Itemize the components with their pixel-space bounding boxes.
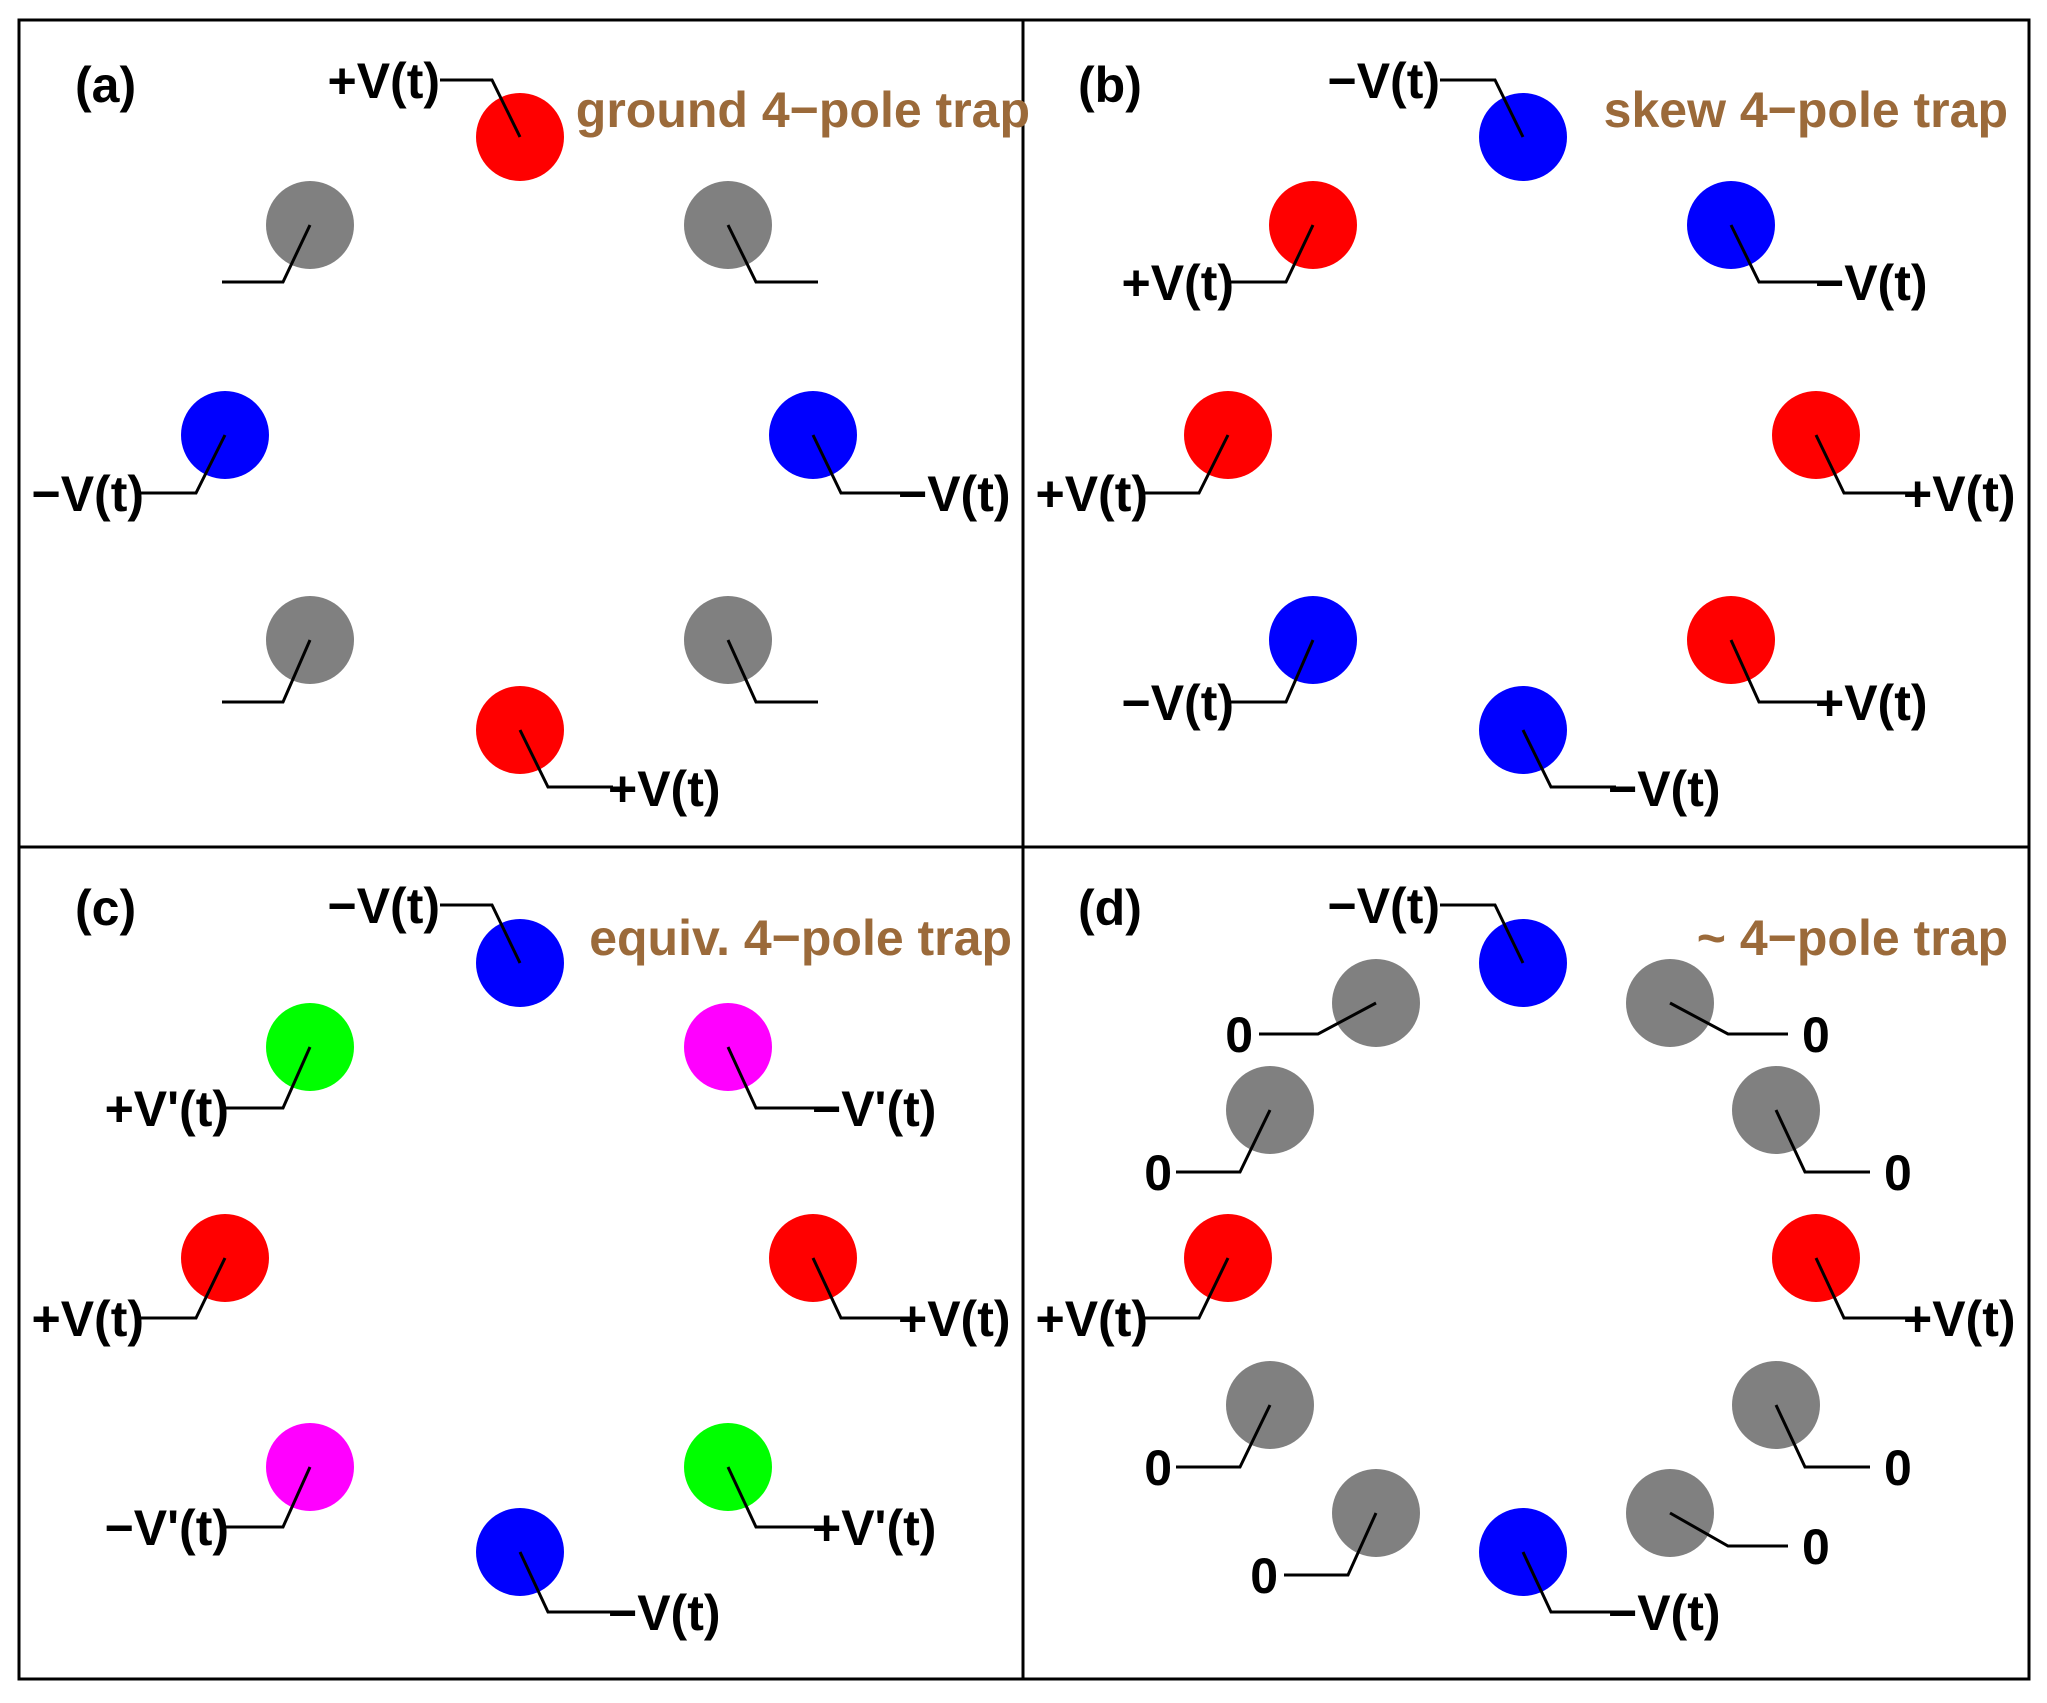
electrode-layer: +V(t)−V(t)−V(t)+V(t)−V(t)+V(t)−V(t)+V(t)… bbox=[32, 53, 2016, 1641]
electrode-lead-wire bbox=[1440, 903, 1525, 964]
voltage-label: 0 bbox=[1884, 1440, 1912, 1496]
voltage-label: +V(t) bbox=[328, 53, 441, 109]
voltage-label: 0 bbox=[1802, 1519, 1830, 1575]
voltage-label: −V'(t) bbox=[105, 1500, 229, 1556]
panel-c-electrodes: −V(t) +V'(t) −V'(t) +V(t) +V(t) −V'(t) +V'(t) −… bbox=[32, 878, 1011, 1641]
panel-b-title: skew 4−pole trap bbox=[1604, 82, 2008, 138]
voltage-label: −V'(t) bbox=[812, 1081, 936, 1137]
electrode-lead-wire bbox=[726, 1046, 818, 1110]
electrode-lead-wire bbox=[1176, 1404, 1272, 1469]
electrode-lead-wire bbox=[1144, 1257, 1230, 1320]
electrode-lead-wire bbox=[1284, 1512, 1378, 1577]
electrode-lead-wire bbox=[726, 1466, 818, 1529]
voltage-label: −V(t) bbox=[328, 878, 441, 934]
voltage-label: +V'(t) bbox=[105, 1081, 229, 1137]
voltage-label: +V(t) bbox=[608, 761, 721, 817]
voltage-label: −V(t) bbox=[1815, 255, 1928, 311]
panel-d-title: ~ 4−pole trap bbox=[1697, 910, 2008, 966]
electrode-lead-wire bbox=[1176, 1109, 1272, 1174]
voltage-label: −V(t) bbox=[1122, 675, 1235, 731]
voltage-label: +V(t) bbox=[32, 1291, 145, 1347]
electrode-lead-wire bbox=[811, 1257, 905, 1320]
electrode-lead-wire bbox=[1729, 639, 1822, 704]
voltage-label: +V(t) bbox=[898, 1291, 1011, 1347]
voltage-label: +V(t) bbox=[1903, 1291, 2016, 1347]
electrode-lead-wire bbox=[222, 639, 312, 704]
voltage-label: −V(t) bbox=[1328, 53, 1441, 109]
voltage-label: 0 bbox=[1144, 1440, 1172, 1496]
electrode-lead-wire bbox=[1521, 1551, 1616, 1614]
voltage-label: +V(t) bbox=[1903, 466, 2016, 522]
electrode-lead-wire bbox=[1521, 729, 1616, 789]
panel-a-electrodes: +V(t) −V(t) −V(t) +V(t) bbox=[32, 53, 1011, 817]
electrode-lead-wire bbox=[1230, 639, 1315, 704]
voltage-label: +V(t) bbox=[1036, 466, 1149, 522]
panel-a-tag: (a) bbox=[75, 57, 136, 113]
voltage-label: 0 bbox=[1144, 1145, 1172, 1201]
voltage-label: −V(t) bbox=[1608, 1585, 1721, 1641]
electrode-lead-wire bbox=[1144, 434, 1230, 495]
panel-b-electrodes: −V(t) +V(t) −V(t) +V(t) +V(t) −V(t) +V(t) −V(t) bbox=[1036, 53, 2016, 817]
voltage-label: +V(t) bbox=[1036, 1291, 1149, 1347]
electrode-lead-wire bbox=[222, 224, 312, 284]
voltage-label: +V'(t) bbox=[812, 1500, 936, 1556]
electrode-lead-wire bbox=[225, 1466, 312, 1529]
electrode-lead-wire bbox=[225, 1046, 312, 1110]
electrode-lead-wire bbox=[1814, 434, 1908, 495]
electrode-lead-wire bbox=[518, 729, 613, 789]
voltage-label: 0 bbox=[1802, 1007, 1830, 1063]
voltage-label: −V(t) bbox=[898, 466, 1011, 522]
electrode-lead-wire bbox=[1729, 224, 1822, 284]
voltage-label: +V(t) bbox=[1122, 255, 1235, 311]
electrode-lead-wire bbox=[726, 639, 818, 704]
electrode-lead-wire bbox=[140, 434, 227, 495]
electrode-lead-wire bbox=[1774, 1404, 1870, 1469]
electrode-lead-wire bbox=[440, 903, 522, 964]
voltage-label: 0 bbox=[1225, 1007, 1253, 1063]
electrode-lead-wire bbox=[1669, 1001, 1788, 1036]
electrode-lead-wire bbox=[1259, 1001, 1377, 1036]
electrode-lead-wire bbox=[811, 434, 905, 495]
voltage-label: 0 bbox=[1884, 1145, 1912, 1201]
voltage-label: −V(t) bbox=[32, 466, 145, 522]
voltage-label: −V(t) bbox=[608, 1585, 721, 1641]
panel-b-tag: (b) bbox=[1078, 57, 1142, 113]
voltage-label: −V(t) bbox=[1328, 878, 1441, 934]
voltage-label: 0 bbox=[1250, 1548, 1278, 1604]
panel-a-title: ground 4−pole trap bbox=[576, 82, 1030, 138]
electrode-lead-wire bbox=[726, 224, 818, 284]
electrode-lead-wire bbox=[1814, 1257, 1908, 1320]
electrode-lead-wire bbox=[1774, 1109, 1870, 1174]
voltage-label: +V(t) bbox=[1815, 675, 1928, 731]
electrode-lead-wire bbox=[1230, 224, 1315, 284]
electrode-lead-wire bbox=[440, 78, 522, 138]
electrode-lead-wire bbox=[1440, 78, 1525, 138]
electrode-lead-wire bbox=[518, 1551, 613, 1614]
voltage-label: −V(t) bbox=[1608, 761, 1721, 817]
electrode-lead-wire bbox=[1669, 1511, 1788, 1548]
panel-c-tag: (c) bbox=[75, 880, 136, 936]
panel-d-tag: (d) bbox=[1078, 880, 1142, 936]
panel-c-title: equiv. 4−pole trap bbox=[589, 910, 1012, 966]
electrode-lead-wire bbox=[140, 1257, 227, 1320]
